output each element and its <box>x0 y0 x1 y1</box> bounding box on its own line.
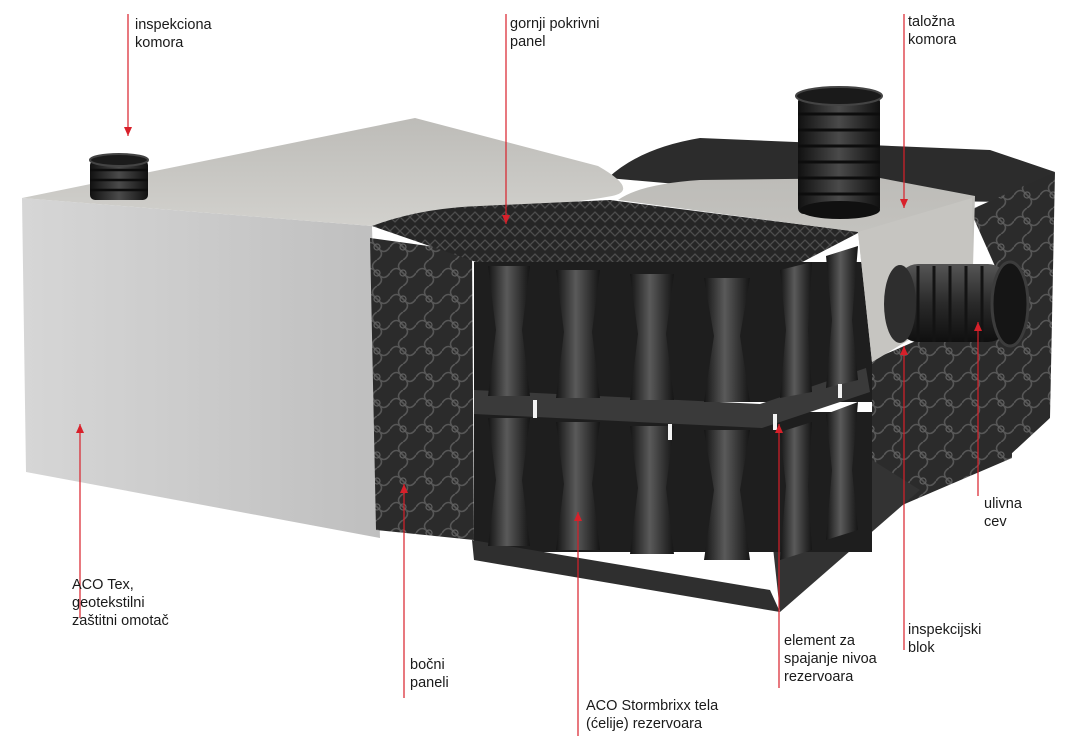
leader-lines <box>76 14 982 736</box>
inlet-pipe-end <box>990 260 1030 348</box>
leader-top-cover-panel-arrowhead <box>502 215 510 224</box>
side-panel-strip <box>370 238 474 540</box>
connector-clips <box>533 384 842 440</box>
inspection-pipe-top <box>89 153 149 167</box>
geotextile-front-face <box>22 198 380 538</box>
inlet-pipe-back <box>884 265 916 343</box>
leader-inspection-block-arrowhead <box>900 346 908 355</box>
leader-inlet-pipe-arrowhead <box>974 322 982 331</box>
settling-shaft-ridges <box>798 112 880 196</box>
lower-pillars <box>488 402 858 560</box>
leader-tank-cells-arrowhead <box>574 512 582 521</box>
settling-shaft-body <box>798 96 880 214</box>
leader-side-panels-arrowhead <box>400 484 408 493</box>
level-band <box>474 368 870 428</box>
tank-illustration <box>22 86 1055 612</box>
geotextile-top-cover <box>22 118 624 226</box>
leader-settling-chamber-arrowhead <box>900 199 908 208</box>
base-plate <box>472 540 780 612</box>
inlet-pipe-ridges <box>916 266 984 342</box>
label-tank-cells: ACO Stormbrixx tela(ćelije) rezervoara <box>586 698 719 732</box>
leader-inspection-chamber-arrowhead <box>124 127 132 136</box>
settling-shaft-top <box>795 86 883 106</box>
settling-shaft-base <box>800 201 880 219</box>
upper-cell-layer <box>474 262 872 402</box>
leader-level-connector-arrowhead <box>775 424 783 433</box>
leader-geotextile-arrowhead <box>76 424 84 433</box>
inspection-pipe-ridges <box>90 168 148 192</box>
upper-pillars <box>488 246 858 402</box>
